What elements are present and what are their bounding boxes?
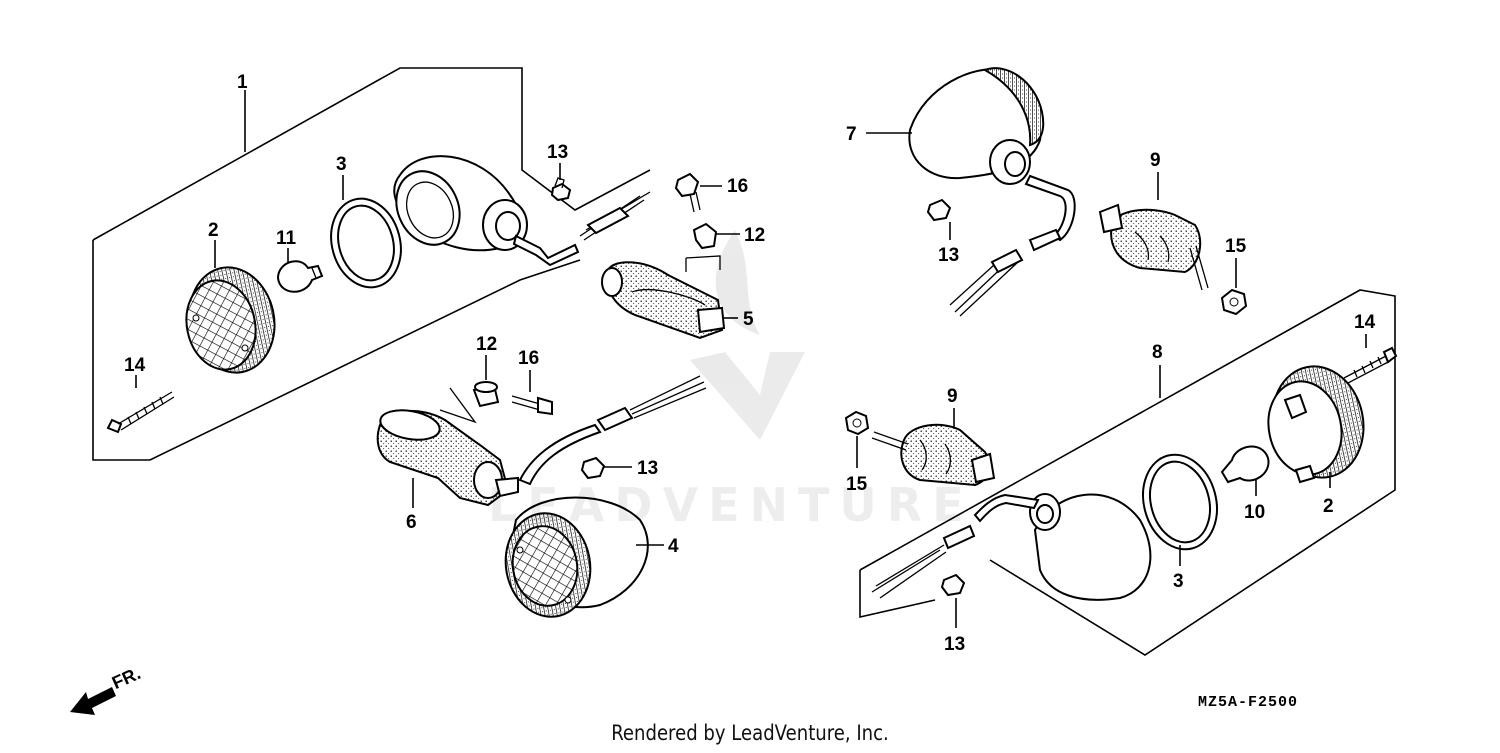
group-8-outline — [859, 289, 1396, 656]
callout-16-lower: 16 — [518, 348, 539, 369]
collar-part-12b — [472, 381, 500, 408]
bolt-part-16b — [511, 395, 553, 416]
nut-part-15b — [844, 410, 870, 436]
callout-7: 7 — [846, 124, 857, 145]
callout-12-lower: 12 — [476, 334, 497, 355]
callout-2-right: 2 — [1323, 496, 1334, 517]
callout-4: 4 — [668, 536, 679, 557]
callout-3-left: 3 — [336, 154, 347, 175]
lamp-part-4 — [504, 375, 707, 618]
callout-10: 10 — [1244, 502, 1265, 523]
callout-8: 8 — [1152, 342, 1163, 363]
bolt-part-13b — [580, 456, 606, 480]
group-1-outline — [92, 67, 651, 461]
housing-part-2b — [1267, 365, 1365, 484]
leadventure-logo-icon — [690, 230, 805, 440]
lamp-part-7 — [908, 67, 1076, 317]
callout-9-top: 9 — [1150, 150, 1161, 171]
bracket-part-6 — [376, 387, 519, 507]
screw-part-14b — [1343, 346, 1398, 384]
clamp-part-5 — [601, 255, 726, 340]
bolt-part-13c — [926, 198, 952, 222]
callout-13-mid: 13 — [637, 458, 658, 479]
collar-part-12a — [692, 222, 718, 250]
bolt-part-16a — [674, 172, 701, 213]
fr-arrow-icon — [70, 687, 116, 715]
gasket-part-3b — [1142, 453, 1218, 551]
callout-12-top: 12 — [744, 225, 765, 246]
watermark-text: LEADVENTURE — [488, 478, 974, 532]
callout-13-bottom: 13 — [944, 634, 965, 655]
callout-13-right-top: 13 — [938, 245, 959, 266]
lens-part-2a — [185, 266, 276, 374]
relay-part-9a — [1098, 203, 1209, 291]
render-credit: Rendered by LeadVenture, Inc. — [611, 721, 889, 745]
callout-15-lower: 15 — [846, 474, 868, 495]
callout-9-lower: 9 — [947, 386, 958, 407]
bulb-part-10 — [1220, 445, 1270, 484]
callout-15-top: 15 — [1225, 236, 1247, 257]
bulb-part-11 — [276, 260, 324, 293]
callout-6: 6 — [406, 512, 417, 533]
lamp-part-8 — [871, 493, 1152, 601]
callout-16-top: 16 — [727, 176, 748, 197]
relay-part-9b — [871, 423, 996, 487]
bolt-part-13a — [550, 177, 572, 202]
diagram-code: MZ5A-F2500 — [1198, 694, 1299, 711]
bolt-part-13d — [940, 573, 966, 597]
gasket-part-3a — [330, 197, 402, 289]
callout-11: 11 — [276, 228, 297, 249]
callout-2-left: 2 — [208, 220, 219, 241]
housing-part-1 — [393, 155, 651, 267]
callout-14-right: 14 — [1354, 312, 1376, 333]
callout-1: 1 — [237, 72, 248, 93]
callout-5: 5 — [743, 309, 754, 330]
callout-14-left: 14 — [124, 355, 146, 376]
callout-13-top: 13 — [547, 142, 568, 163]
nut-part-15a — [1220, 288, 1248, 316]
callout-3-right: 3 — [1173, 571, 1184, 592]
screw-part-14a — [106, 391, 175, 434]
